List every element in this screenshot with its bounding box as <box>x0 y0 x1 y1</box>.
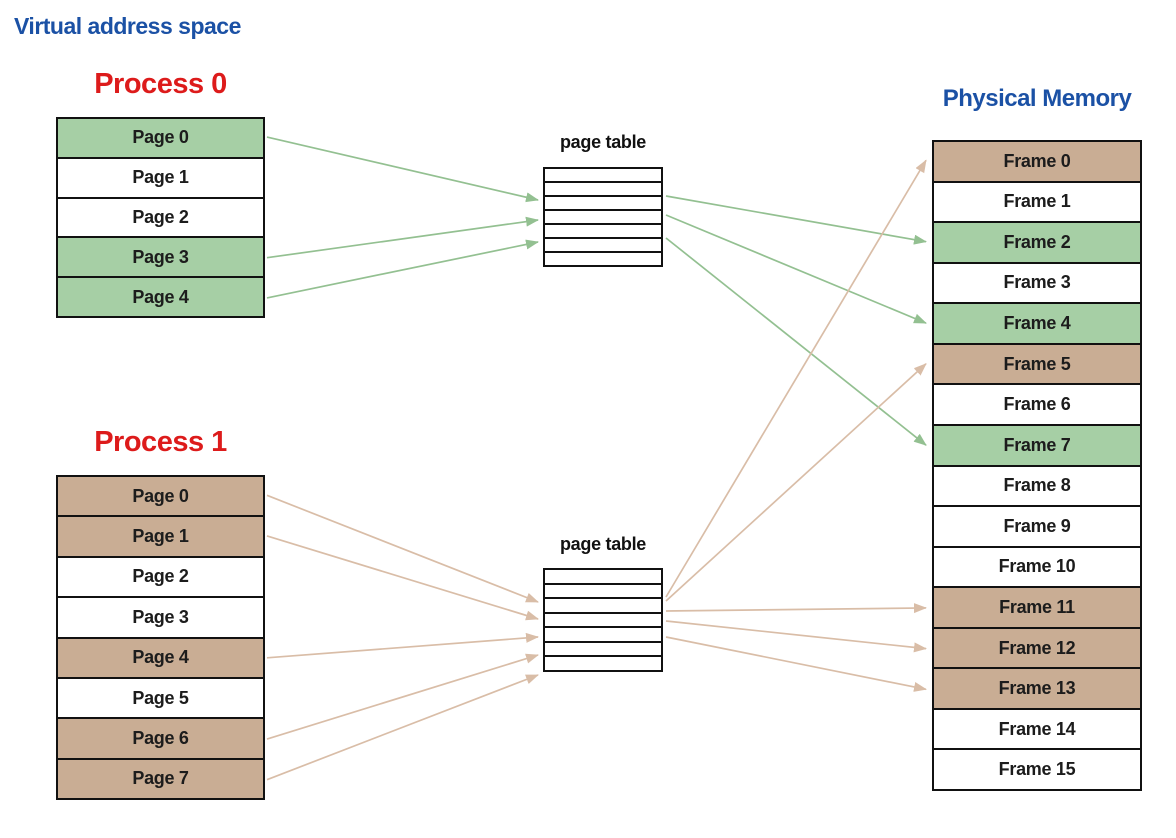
arrow-pt0-frame4 <box>665 214 927 324</box>
frame-row: Frame 4 <box>934 304 1140 345</box>
frame-row: Frame 1 <box>934 183 1140 224</box>
arrow-pt1-frame11 <box>665 603 927 614</box>
process1-page-row: Page 7 <box>58 759 263 798</box>
page-table0-row <box>545 225 661 239</box>
process1-page-row: Page 1 <box>58 517 263 558</box>
process0-page-table-box: Page 0 Page 1 Page 2 Page 3 Page 4 <box>56 117 265 318</box>
page-table1-row <box>545 585 661 600</box>
cell-label: Frame 15 <box>998 759 1076 780</box>
page-table1-row <box>545 628 661 643</box>
frame-row: Frame 15 <box>934 750 1140 789</box>
arrow-p1-page0 <box>266 494 539 603</box>
cell-label: Frame 8 <box>1003 475 1071 496</box>
page-table0-label: page table <box>559 132 647 152</box>
page-table1-row <box>545 643 661 658</box>
page-table0-row <box>545 183 661 197</box>
process0-title: Process 0 <box>94 68 227 100</box>
cell-label: Page 2 <box>132 566 189 587</box>
page-table1-box <box>543 568 663 672</box>
cell-label: Page 4 <box>132 647 189 668</box>
frame-row: Frame 11 <box>934 588 1140 629</box>
cell-label: Frame 4 <box>1003 313 1071 334</box>
page-table1-row <box>545 614 661 629</box>
arrow-p1-page7 <box>266 674 539 781</box>
process0-page-row: Page 2 <box>58 199 263 239</box>
page-table1-row <box>545 570 661 585</box>
page-table1-row <box>545 657 661 670</box>
cell-label: Page 0 <box>132 127 189 148</box>
arrow-p1-page1 <box>266 535 539 621</box>
process1-page-row: Page 5 <box>58 679 263 720</box>
cell-label: Frame 9 <box>1003 515 1071 536</box>
cell-label: Page 1 <box>132 526 189 547</box>
arrow-pt1-frame12 <box>665 620 927 653</box>
cell-label: Frame 10 <box>998 556 1076 577</box>
arrow-p0-page0 <box>266 136 539 203</box>
physical-memory-box: Frame 0 Frame 1 Frame 2 Frame 3 Frame 4 Frame… <box>932 140 1142 791</box>
process0-page-row: Page 0 <box>58 119 263 159</box>
cell-label: Frame 1 <box>1003 191 1071 212</box>
cell-label: Page 3 <box>132 246 189 267</box>
cell-label: Page 0 <box>132 485 189 506</box>
page-table0-row <box>545 169 661 183</box>
frame-row: Frame 10 <box>934 548 1140 589</box>
page-table0-row <box>545 253 661 265</box>
physical-memory-title: Physical Memory <box>942 85 1132 112</box>
cell-label: Frame 14 <box>998 718 1076 739</box>
cell-label: Frame 2 <box>1003 231 1071 252</box>
arrow-p0-page3 <box>266 216 539 259</box>
frame-row: Frame 5 <box>934 344 1140 386</box>
frame-row: Frame 13 <box>934 669 1140 710</box>
frame-row: Frame 9 <box>934 507 1140 548</box>
cell-label: Frame 12 <box>998 637 1076 658</box>
arrow-p0-page4 <box>266 239 539 299</box>
cell-label: Frame 3 <box>1003 272 1071 293</box>
process0-page-row: Page 1 <box>58 159 263 199</box>
page-table0-row <box>545 239 661 253</box>
arrow-p1-page6 <box>266 653 539 740</box>
process1-page-row: Page 6 <box>58 719 263 760</box>
cell-label: Frame 6 <box>1003 394 1071 415</box>
frame-row: Frame 2 <box>934 223 1140 264</box>
arrow-pt0-frame7 <box>665 237 927 446</box>
cell-label: Frame 11 <box>999 596 1075 617</box>
virtual-address-space-title: Virtual address space <box>14 13 241 39</box>
cell-label: Frame 0 <box>1003 150 1071 171</box>
process1-page-table-box: Page 0 Page 1 Page 2 Page 3 Page 4 Page 5 Page… <box>56 475 265 800</box>
cell-label: Page 4 <box>132 286 189 307</box>
arrow-pt1-frame5 <box>665 363 927 602</box>
cell-label: Page 1 <box>132 167 189 188</box>
cell-label: Frame 13 <box>998 678 1076 699</box>
arrow-pt1-frame0 <box>665 159 927 598</box>
cell-label: Page 6 <box>132 727 189 748</box>
frame-row: Frame 7 <box>934 425 1140 467</box>
frame-row: Frame 14 <box>934 710 1140 751</box>
frame-row: Frame 3 <box>934 264 1140 305</box>
arrow-pt1-frame13 <box>665 636 927 692</box>
page-table0-row <box>545 197 661 211</box>
page-table0-box <box>543 167 663 267</box>
cell-label: Page 3 <box>132 606 189 627</box>
page-table0-row <box>545 211 661 225</box>
process0-page-row: Page 3 <box>58 238 263 279</box>
cell-label: Page 5 <box>132 687 189 708</box>
frame-row: Frame 6 <box>934 385 1140 426</box>
page-table1-label: page table <box>559 534 647 554</box>
arrow-p1-page4 <box>266 632 539 659</box>
page-table1-row <box>545 599 661 614</box>
cell-label: Frame 7 <box>1003 434 1071 455</box>
process1-title: Process 1 <box>94 426 227 458</box>
frame-row: Frame 12 <box>934 628 1140 670</box>
cell-label: Page 7 <box>132 768 189 789</box>
arrow-pt0-frame2 <box>665 195 927 245</box>
process1-page-row: Page 0 <box>58 477 263 518</box>
cell-label: Frame 5 <box>1003 353 1071 374</box>
process1-page-row: Page 3 <box>58 598 263 639</box>
cell-label: Page 2 <box>132 206 189 227</box>
process1-page-row: Page 2 <box>58 558 263 599</box>
frame-row: Frame 0 <box>934 142 1140 183</box>
process1-page-row: Page 4 <box>58 638 263 679</box>
frame-row: Frame 8 <box>934 467 1140 508</box>
process0-page-row: Page 4 <box>58 278 263 316</box>
